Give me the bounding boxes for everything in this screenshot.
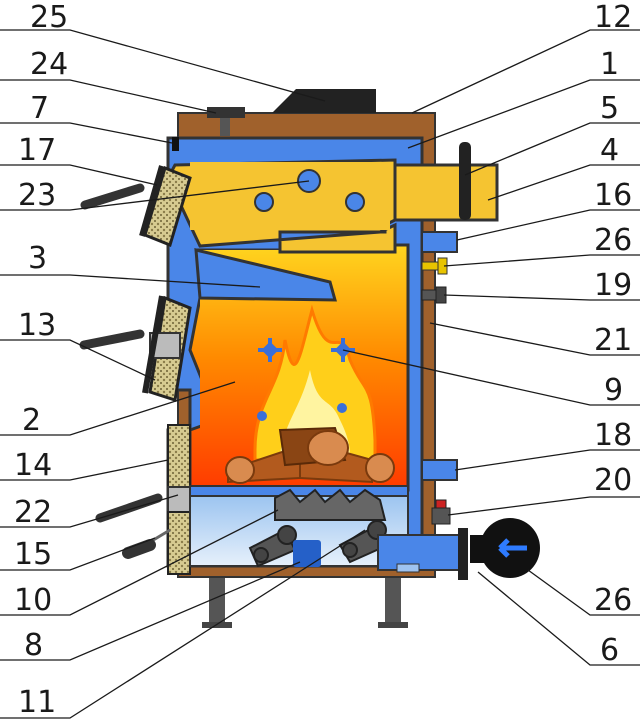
callout-5: 5: [600, 91, 619, 126]
callout-4: 4: [600, 133, 619, 168]
grate-shelf: [189, 485, 409, 497]
callout-18: 18: [594, 418, 632, 453]
callout-3: 3: [28, 241, 47, 276]
callout-15: 15: [14, 537, 52, 572]
thermometer-icon: [207, 107, 245, 136]
callout-7: 7: [30, 91, 49, 126]
callout-25: 25: [30, 0, 68, 35]
callout-21: 21: [594, 323, 632, 358]
right-callouts: 12 1 5 4 16 26 19 21 9 18 20 26 6: [594, 0, 632, 668]
callout-8: 8: [24, 628, 43, 663]
callout-14: 14: [14, 448, 52, 483]
boiler-legs: [180, 572, 435, 628]
callout-26-bottom: 26: [594, 583, 632, 618]
callout-9: 9: [604, 373, 623, 408]
callout-6: 6: [600, 633, 619, 668]
flue-flange: [459, 142, 471, 220]
middle-loading-door: [79, 295, 192, 402]
heat-exchanger-baffle: [194, 248, 337, 302]
water-outlet-pipe: [421, 231, 458, 253]
callout-10: 10: [14, 583, 52, 618]
firewood-logs: [225, 426, 395, 484]
callout-13: 13: [18, 308, 56, 343]
callout-19: 19: [594, 268, 632, 303]
water-inlet-pipe: [421, 459, 458, 481]
sensor-port: [172, 137, 179, 151]
grate-bars: [274, 488, 387, 521]
callout-23: 23: [18, 178, 56, 213]
callout-26-top: 26: [594, 223, 632, 258]
callout-24: 24: [30, 47, 68, 82]
callout-20: 20: [594, 463, 632, 498]
callout-1: 1: [600, 47, 619, 82]
callout-16: 16: [594, 178, 632, 213]
flue-outlet-pipe: [393, 163, 499, 222]
callout-17: 17: [18, 133, 56, 168]
callout-22: 22: [14, 495, 52, 530]
leader-lines: [0, 29, 640, 719]
drain-valve: [431, 499, 451, 525]
ash-door: [95, 424, 191, 575]
callout-12: 12: [594, 0, 632, 35]
callout-11: 11: [18, 685, 56, 720]
callout-2: 2: [22, 403, 41, 438]
left-callouts: 25 24 7 17 23 3 13 2 14 22 15 10 8 11: [14, 0, 68, 720]
upper-loading-door: [80, 165, 192, 248]
blower-fan: [377, 518, 540, 580]
